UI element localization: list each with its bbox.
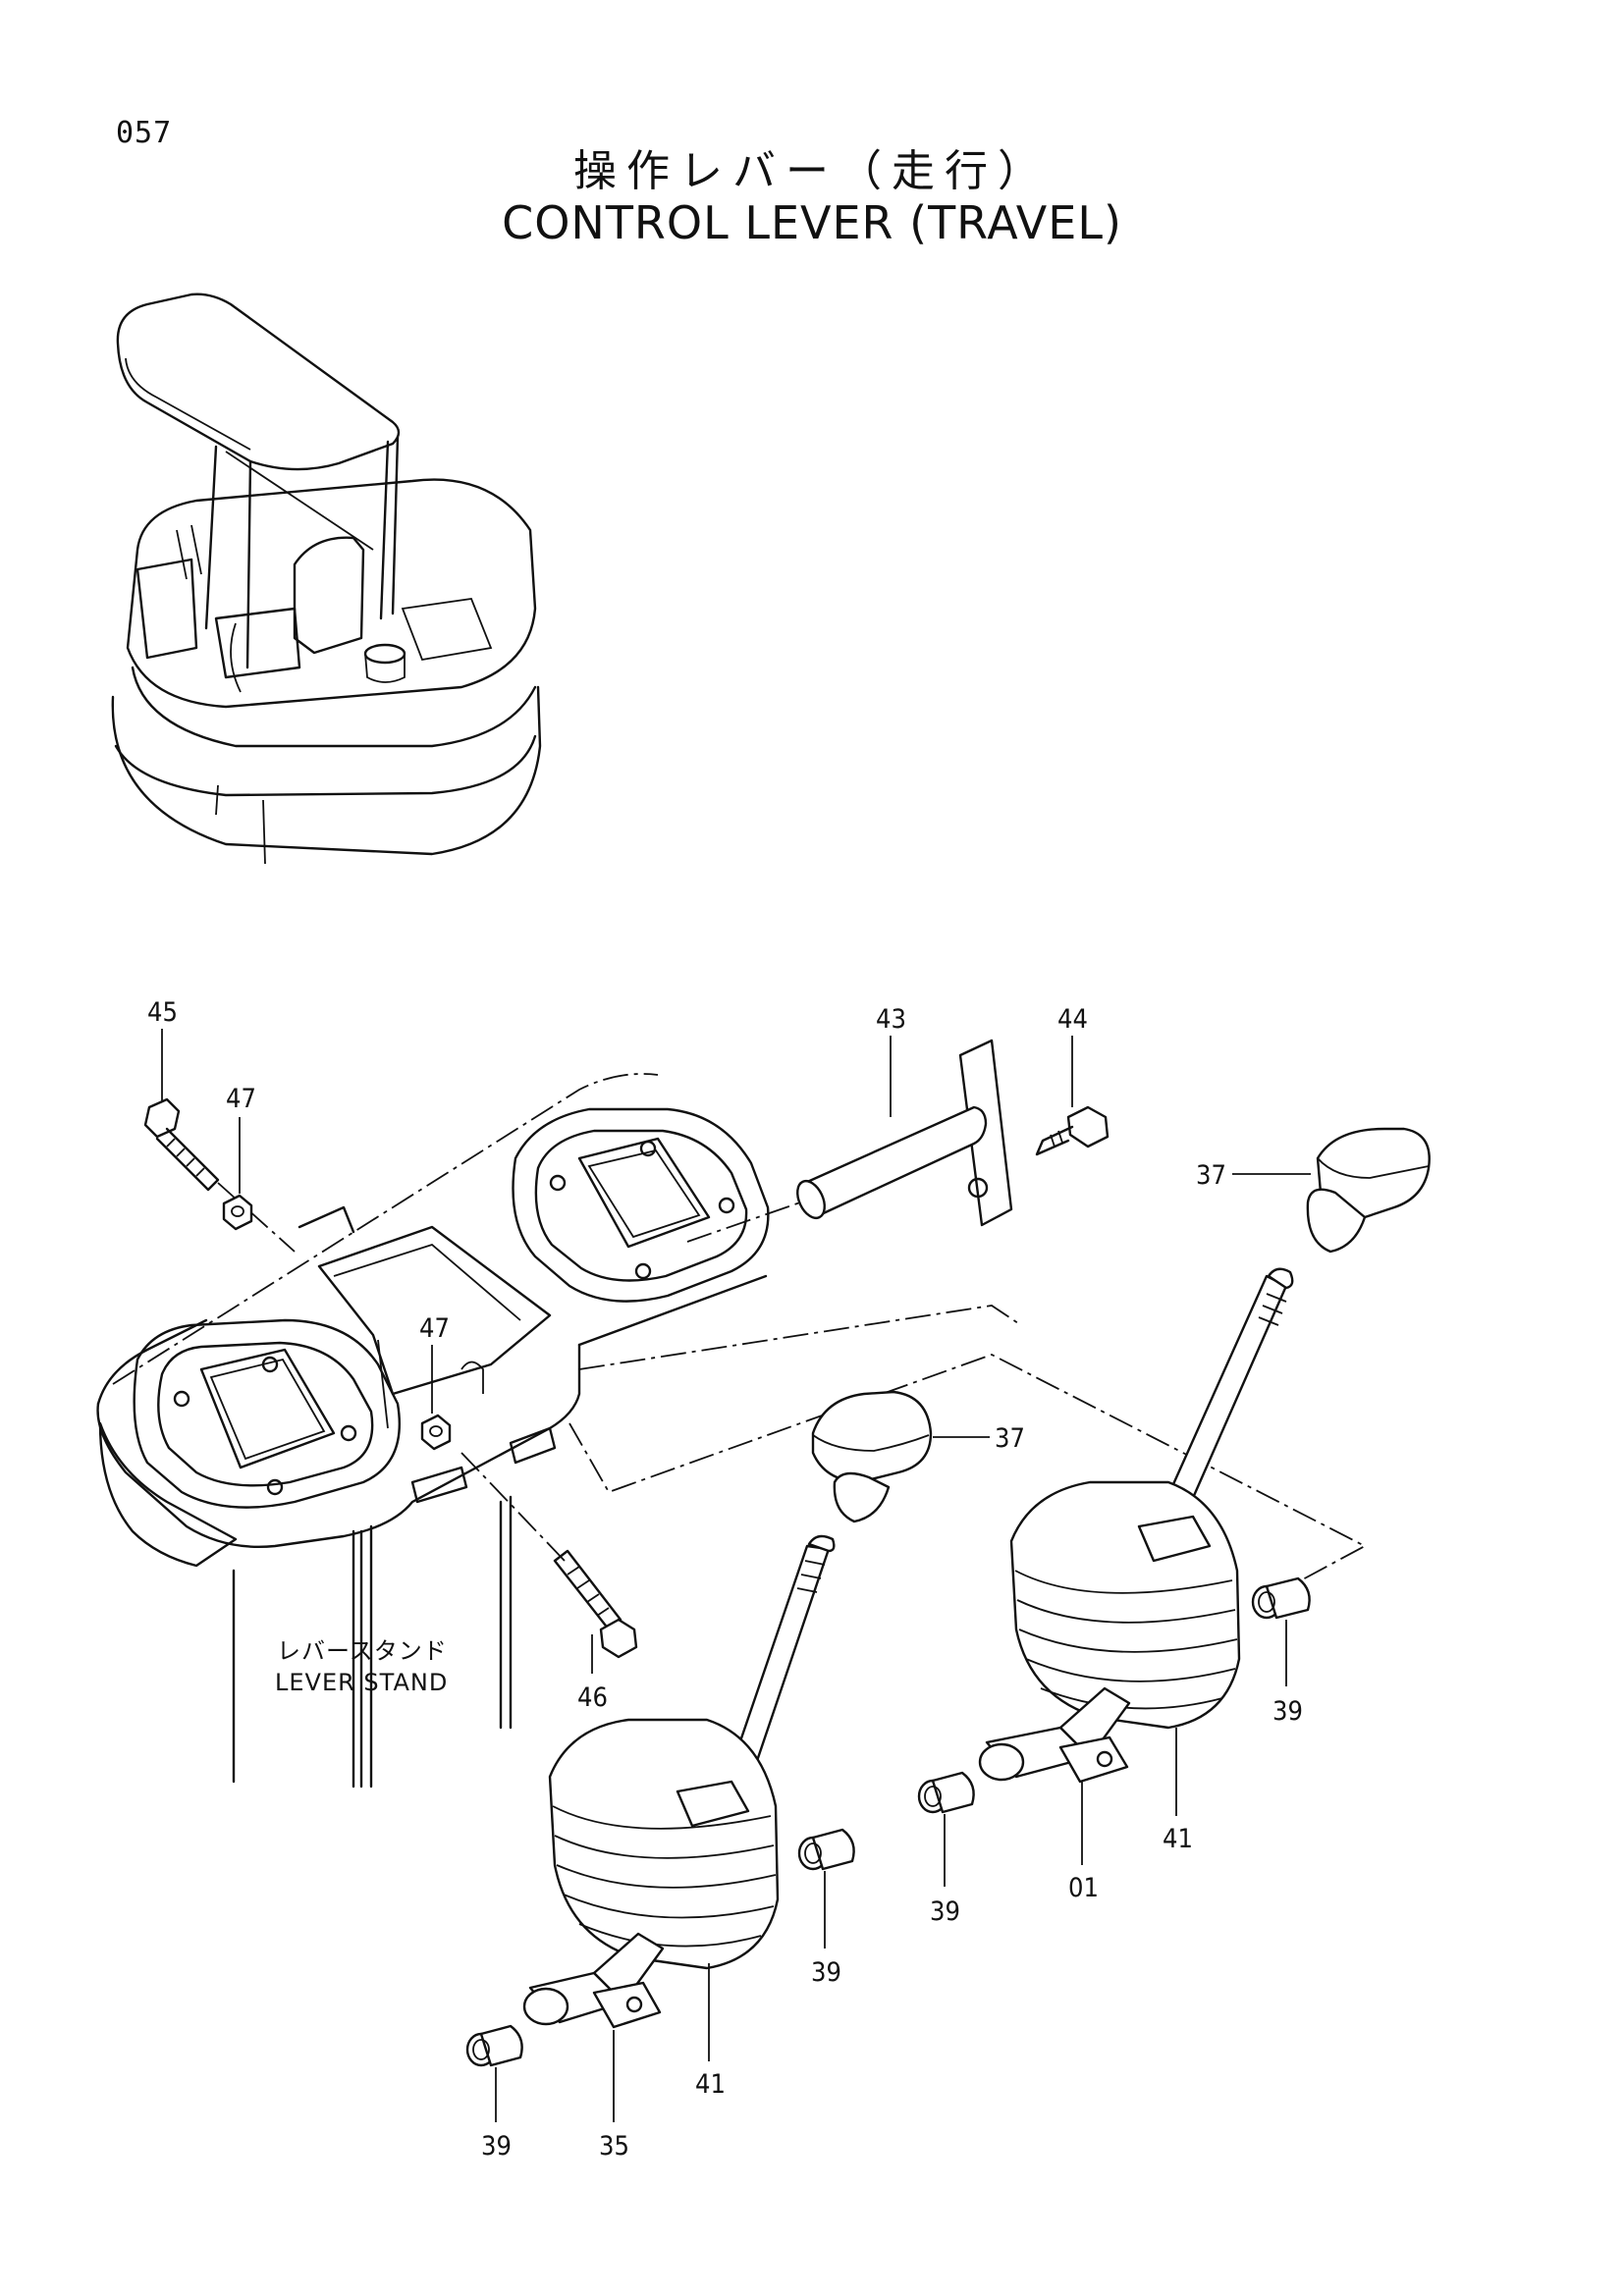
part-47-nut-lower bbox=[420, 1414, 452, 1451]
callout-47-upper: 47 bbox=[226, 1084, 256, 1114]
page-number: 057 bbox=[116, 116, 173, 150]
callout-37-upper: 37 bbox=[1196, 1160, 1226, 1191]
callout-41-left: 41 bbox=[695, 2069, 726, 2100]
callout-44: 44 bbox=[1057, 1004, 1088, 1035]
callout-39-right-bottom: 39 bbox=[930, 1896, 960, 1927]
part-01-lever-base bbox=[978, 1686, 1131, 1784]
part-47-nut-upper bbox=[222, 1194, 253, 1231]
callout-39-left-bottom: 39 bbox=[481, 2131, 512, 2162]
part-39-bushing-left-bottom bbox=[465, 2024, 523, 2067]
page-title-japanese: 操作レバー（走行） bbox=[573, 146, 1051, 196]
part-44-bolt bbox=[1035, 1105, 1110, 1156]
part-39-bushing-right-bottom bbox=[917, 1771, 975, 1814]
part-45-bolt bbox=[143, 1097, 296, 1253]
callout-47-lower: 47 bbox=[419, 1313, 450, 1344]
callout-35: 35 bbox=[599, 2131, 629, 2162]
part-37-knob-middle bbox=[811, 1390, 933, 1523]
callout-43: 43 bbox=[876, 1004, 906, 1035]
callout-37-middle: 37 bbox=[995, 1423, 1025, 1454]
part-37-knob-upper bbox=[1306, 1127, 1431, 1254]
callout-01: 01 bbox=[1068, 1873, 1099, 1903]
part-41-boot-right bbox=[1009, 1480, 1241, 1730]
callout-41-right: 41 bbox=[1163, 1824, 1193, 1854]
callout-46: 46 bbox=[577, 1682, 608, 1713]
lever-stand-label-japanese: レバースタンド bbox=[277, 1637, 448, 1665]
callout-45: 45 bbox=[147, 997, 178, 1028]
callout-numbers: 45 47 47 43 44 37 37 46 39 41 01 39 39 4… bbox=[147, 997, 1303, 2162]
lever-stand-label: レバースタンド LEVER STAND bbox=[275, 1637, 448, 1696]
callout-39-right-top: 39 bbox=[1272, 1696, 1303, 1727]
part-43-pin bbox=[686, 1039, 1013, 1243]
part-41-boot-left bbox=[548, 1718, 780, 1970]
lever-stand-base bbox=[96, 1073, 1367, 1789]
part-39-bushing-right-top bbox=[1251, 1576, 1311, 1620]
lever-stand-label-english: LEVER STAND bbox=[275, 1669, 448, 1696]
machine-overview-illustration bbox=[111, 293, 542, 865]
page-title-english: CONTROL LEVER (TRAVEL) bbox=[502, 196, 1122, 249]
callout-leaders bbox=[161, 1029, 1311, 2122]
part-46-bolt bbox=[460, 1452, 638, 1659]
part-35-lever-base bbox=[522, 1932, 665, 2029]
part-39-bushing-left-top bbox=[797, 1828, 855, 1871]
callout-39-left-top: 39 bbox=[811, 1957, 841, 1988]
